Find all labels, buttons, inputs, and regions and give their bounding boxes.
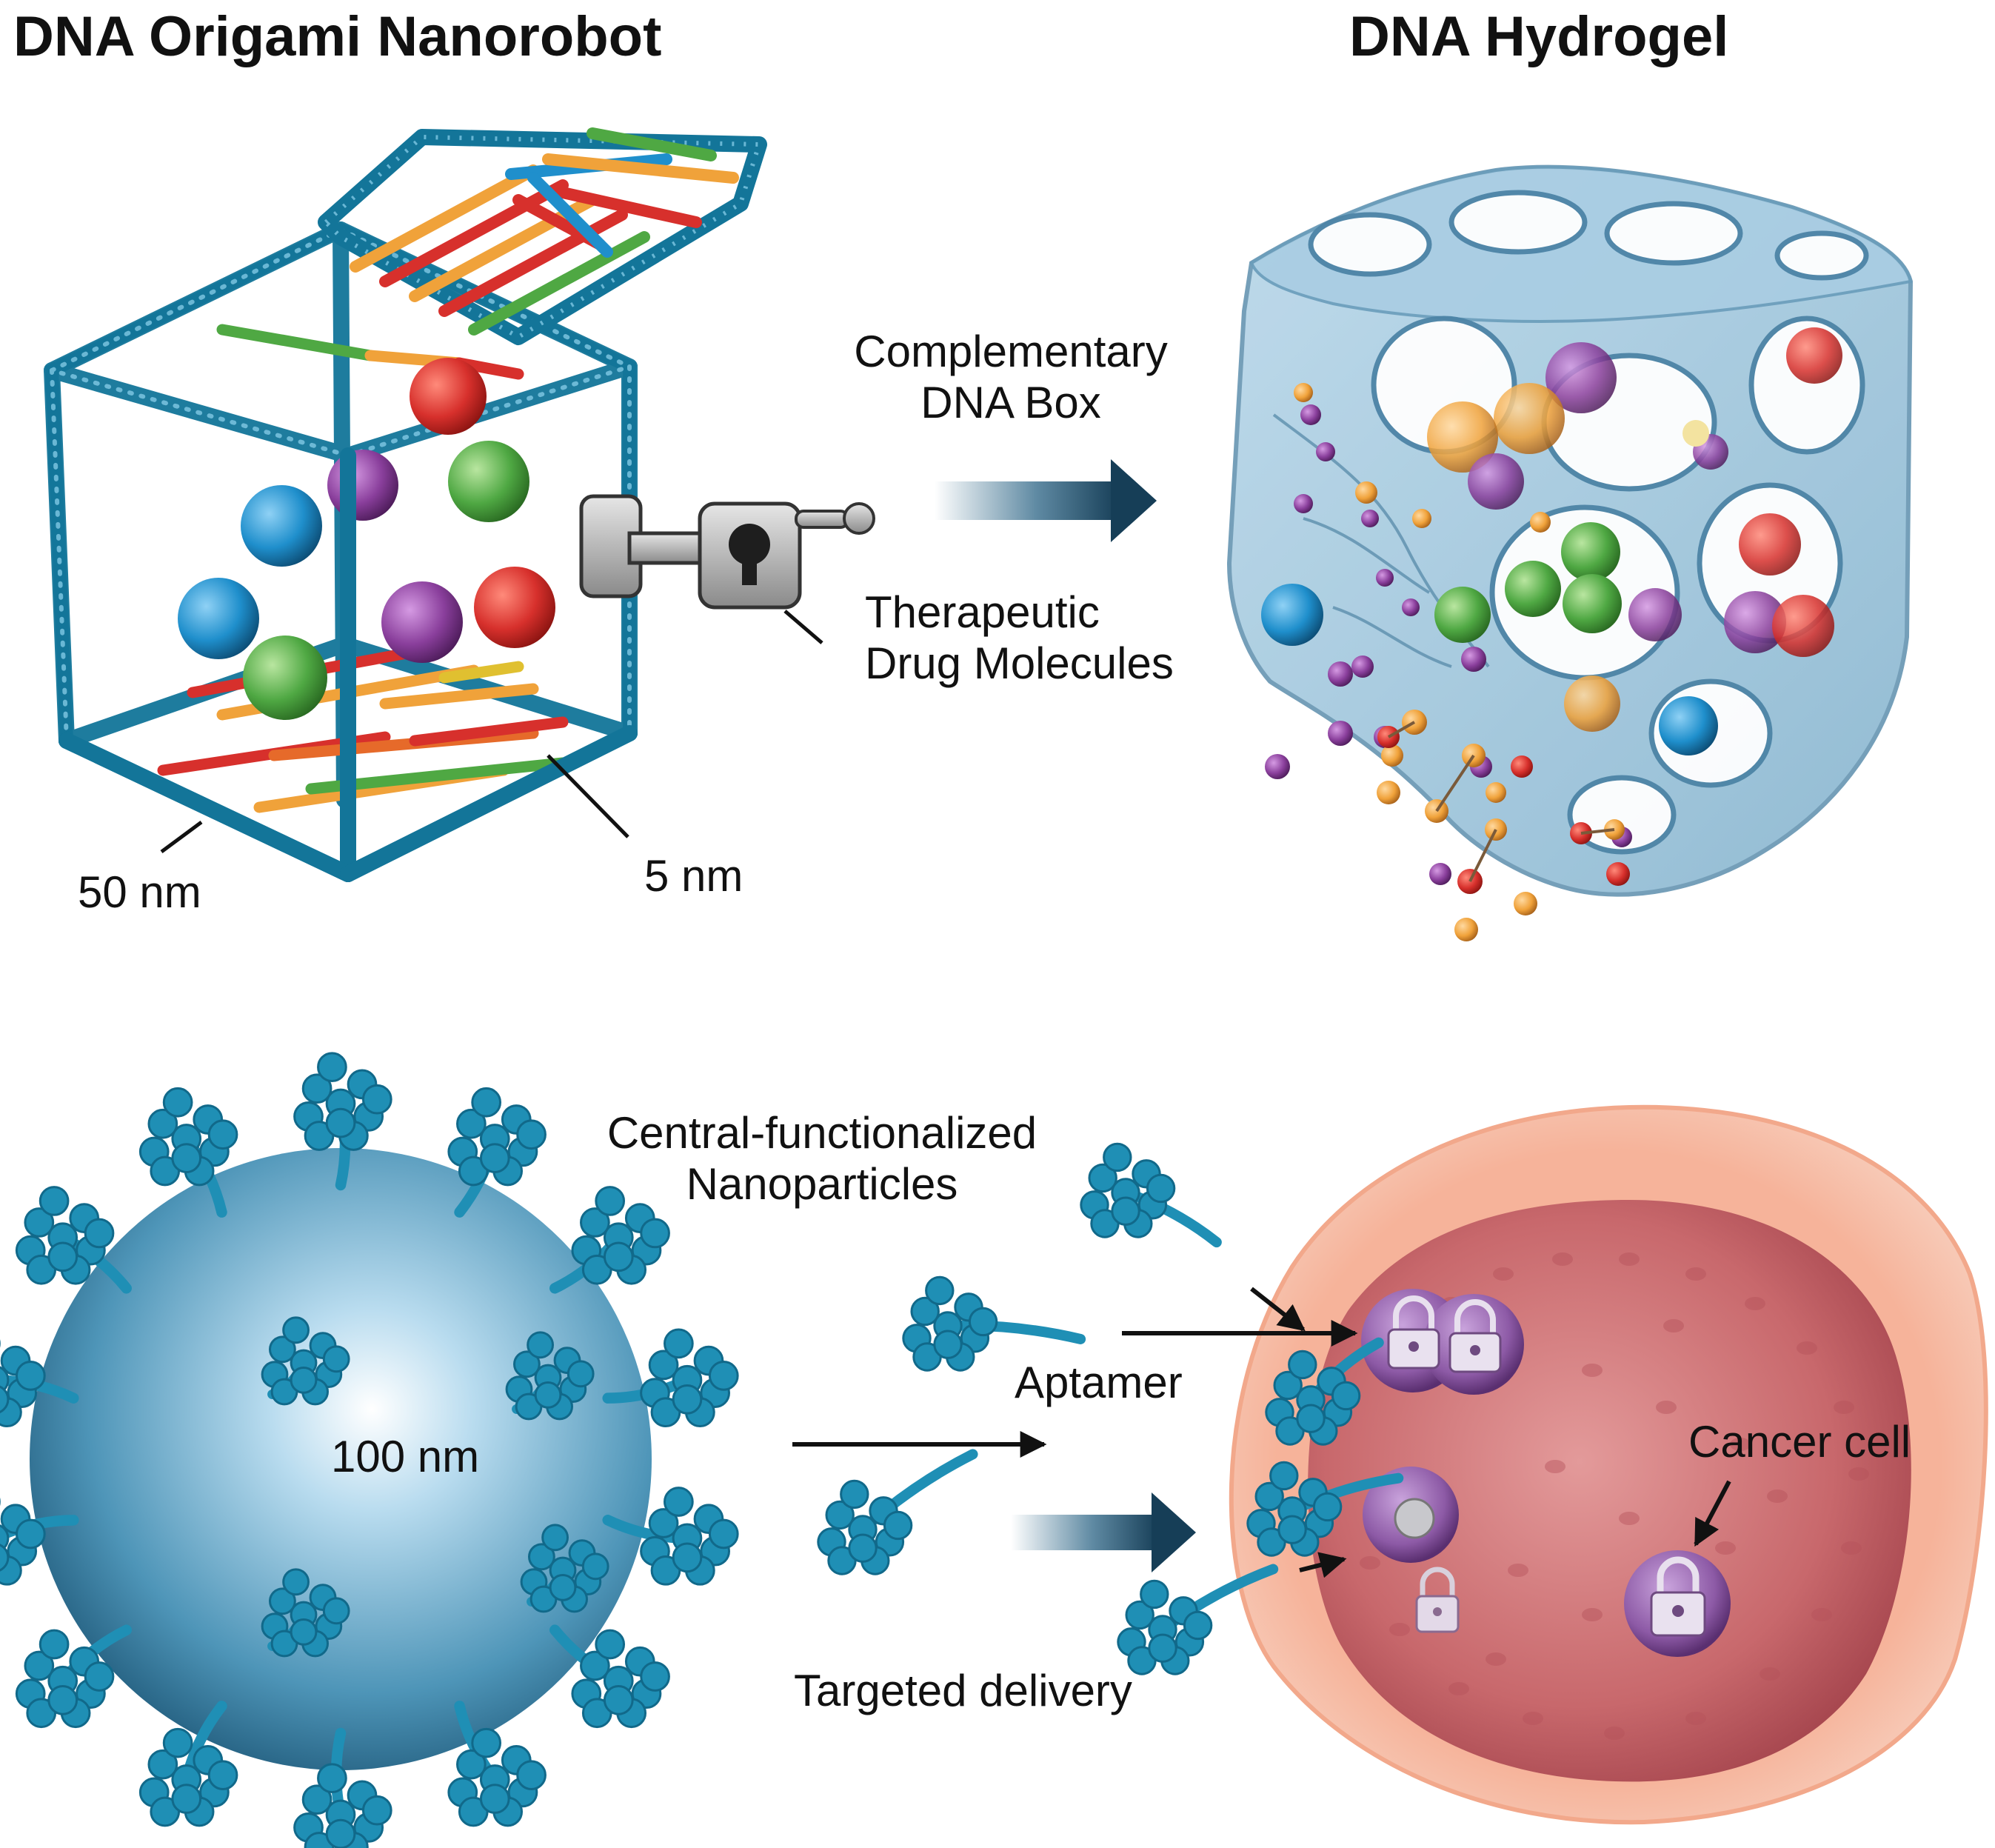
aptamer-cluster: [549, 1186, 670, 1294]
aptamer-cluster: [0, 1497, 79, 1586]
drug-sphere: [241, 485, 322, 567]
title-dna-hydrogel: DNA Hydrogel: [1349, 5, 1729, 68]
aptamer-cluster: [602, 1328, 739, 1428]
label-targeted-delivery: Targeted delivery: [794, 1666, 1132, 1715]
callout-line-50nm: [160, 820, 203, 854]
receptor-lock-1: [1361, 1289, 1524, 1395]
dna-origami-box: [44, 127, 875, 882]
aptamer-cluster: [1080, 1142, 1222, 1248]
aptamer-cluster: [447, 1701, 547, 1827]
dna-hydrogel: [1226, 164, 1914, 941]
aptamer-cluster: [15, 1186, 132, 1294]
aptamer-cluster: [1265, 1337, 1384, 1446]
arrow-delivery-binding: [1299, 1552, 1347, 1578]
drug-sphere: [243, 636, 327, 720]
drug-sphere: [381, 581, 463, 663]
drug-sphere: [327, 450, 398, 521]
aptamer-cluster: [293, 1727, 392, 1848]
cell-receptors: [1361, 1289, 1731, 1657]
cell-texture: [1360, 1252, 1869, 1740]
drug-sphere: [410, 358, 487, 435]
arrow-aptamer-binding: [1250, 1287, 1306, 1332]
aptamer-cluster: [138, 1701, 238, 1827]
label-size-5nm: 5 nm: [644, 851, 743, 901]
label-nanoparticles: Central-functionalized Nanoparticles: [600, 1107, 1044, 1210]
label-complementary-dna-box: Complementary DNA Box: [826, 326, 1196, 428]
released-molecules: [1265, 383, 1632, 941]
receptor-bound: [1363, 1467, 1459, 1563]
label-size-100nm: 100 nm: [331, 1432, 480, 1481]
callout-line-therapeutic: [783, 610, 823, 644]
box-floor-strands: [157, 646, 569, 813]
receptor-lock-2: [1624, 1550, 1731, 1657]
label-therapeutic: Therapeutic Drug Molecules: [865, 587, 1174, 689]
free-aptamers: [817, 1142, 1404, 1675]
aptamer-cluster: [1246, 1461, 1404, 1557]
functionalized-nanoparticle: [0, 1052, 739, 1848]
aptamer-cluster: [138, 1087, 238, 1218]
aptamer-cluster: [447, 1087, 547, 1218]
label-therapeutic-line2: Drug Molecules: [865, 638, 1174, 688]
padlock-icon: [579, 494, 875, 610]
label-size-50nm: 50 nm: [78, 867, 201, 917]
drug-sphere: [474, 567, 555, 648]
hydrogel-drug-spheres: [1261, 327, 1842, 755]
arrow-cancer-cell: [1694, 1480, 1731, 1547]
title-dna-origami: DNA Origami Nanorobot: [13, 5, 662, 68]
label-nanoparticles-line1: Central-functionalized: [606, 1108, 1037, 1158]
lock-icon: [1387, 1295, 1440, 1370]
label-nanoparticles-line2: Nanoparticles: [686, 1159, 958, 1209]
targeted-delivery-arrow: [1011, 1492, 1196, 1572]
label-therapeutic-line1: Therapeutic: [865, 587, 1100, 637]
aptamer-cluster: [505, 1331, 595, 1421]
aptamer-cluster: [520, 1524, 609, 1613]
label-complementary-line2: DNA Box: [920, 378, 1101, 427]
label-aptamer: Aptamer: [1015, 1358, 1183, 1407]
lock-icon: [1448, 1299, 1502, 1373]
drug-spheres: [178, 358, 555, 720]
box-lid: [318, 127, 767, 345]
label-complementary-line1: Complementary: [854, 327, 1168, 376]
nanoparticle-core: [30, 1148, 652, 1770]
aptamer-cluster: [261, 1316, 350, 1406]
aptamer-cluster: [15, 1624, 132, 1729]
transition-arrow-top: [935, 459, 1157, 542]
aptamer-cluster: [261, 1568, 350, 1658]
aptamer-cluster: [1117, 1564, 1279, 1675]
aptamer-cluster: [602, 1487, 739, 1586]
cancer-cell: [1122, 1104, 1988, 1825]
aptamer-cluster: [549, 1624, 670, 1729]
aptamer-cluster: [902, 1275, 1086, 1372]
aptamer-cluster: [0, 1339, 79, 1428]
aptamer-cluster: [817, 1449, 978, 1575]
label-cancer-cell: Cancer cell: [1688, 1417, 1911, 1467]
callout-line-5nm: [547, 754, 629, 838]
drug-sphere: [178, 578, 259, 659]
drug-sphere: [448, 441, 529, 522]
lock-icon-small: [1415, 1567, 1460, 1633]
aptamer-cluster: [293, 1052, 392, 1191]
